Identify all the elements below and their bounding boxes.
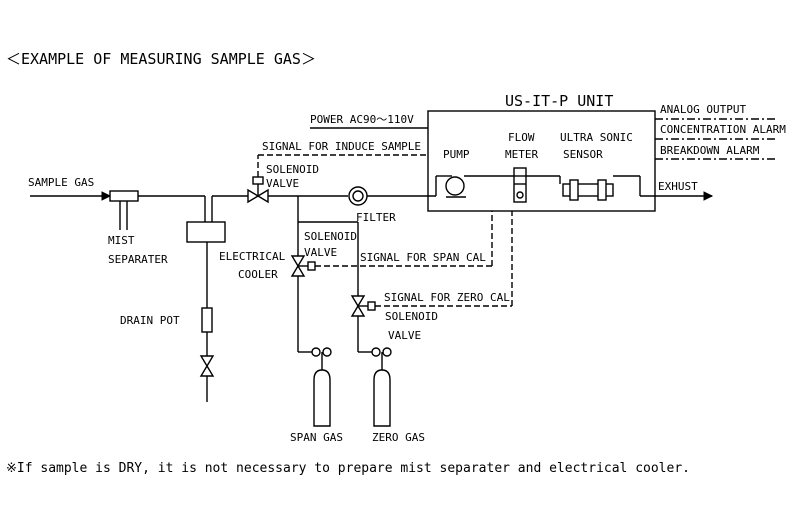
pump-label: PUMP (443, 148, 470, 161)
span-gas-label: SPAN GAS (290, 431, 343, 444)
diagram-title: ＜EXAMPLE OF MEASURING SAMPLE GAS＞ (6, 50, 316, 68)
exhaust-arrow (703, 191, 714, 201)
main-solenoid-valve-right (256, 188, 269, 204)
zero-gas-cylinder (373, 369, 391, 427)
span-valve-label-1: SOLENOID (304, 230, 357, 243)
span-regulator (311, 347, 321, 357)
signal-zero-label: SIGNAL FOR ZERO CAL (384, 291, 510, 304)
filter-inner (352, 190, 364, 202)
drain-pot (201, 307, 213, 333)
zero-regulator (371, 347, 381, 357)
inlet-arrow (101, 191, 112, 201)
main-valve-label-2: VALVE (266, 177, 299, 190)
zero-gauge (382, 347, 392, 357)
pump (445, 176, 465, 196)
electrical-cooler-label-2: COOLER (238, 268, 278, 281)
breakdown-alarm-label: BREAKDOWN ALARM (660, 144, 760, 157)
span-valve-top (290, 255, 306, 268)
main-valve-actuator (252, 176, 264, 185)
drain-valve-top (199, 355, 215, 368)
us-it-p-unit-box (427, 110, 656, 212)
flow-meter-float (516, 191, 524, 199)
main-solenoid-valve-left (247, 188, 260, 204)
footnote: ※If sample is DRY, it is not necessary t… (6, 461, 690, 476)
span-valve-bottom (290, 264, 306, 277)
filter-label: FILTER (356, 211, 396, 224)
flow-meter-label-2: METER (505, 148, 538, 161)
span-valve-label-2: VALVE (304, 246, 337, 259)
flow-meter-label-1: FLOW (508, 131, 535, 144)
drain-pot-label: DRAIN POT (120, 314, 180, 327)
zero-valve-top (350, 295, 366, 308)
zero-gas-label: ZERO GAS (372, 431, 425, 444)
span-valve-actuator (307, 261, 316, 271)
zero-valve-label-1: SOLENOID (385, 310, 438, 323)
mist-separater (109, 190, 139, 202)
electrical-cooler-label-1: ELECTRICAL (219, 250, 286, 263)
unit-name: US-IT-P UNIT (505, 92, 613, 110)
signal-span-label: SIGNAL FOR SPAN CAL (360, 251, 486, 264)
concentration-alarm-label: CONCENTRATION ALARM (660, 123, 786, 136)
ultra-sonic-label-2: SENSOR (563, 148, 603, 161)
mist-separater-label-2: SEPARATER (108, 253, 168, 266)
mist-separater-label-1: MIST (108, 234, 135, 247)
zero-valve-label-2: VALVE (388, 329, 421, 342)
sensor-transducer-right (597, 179, 607, 201)
sample-gas-label: SAMPLE GAS (28, 176, 94, 189)
ultra-sonic-label-1: ULTRA SONIC (560, 131, 633, 144)
sensor-transducer-left (569, 179, 579, 201)
drain-valve-bottom (199, 364, 215, 377)
span-gas-cylinder (313, 369, 331, 427)
zero-valve-actuator (367, 301, 376, 311)
main-valve-label-1: SOLENOID (266, 163, 319, 176)
zero-valve-bottom (350, 304, 366, 317)
analog-output-label: ANALOG OUTPUT (660, 103, 746, 116)
electrical-cooler (186, 221, 226, 243)
exhust-label: EXHUST (658, 180, 698, 193)
power-label: POWER AC90～110V (310, 113, 414, 126)
span-gauge (322, 347, 332, 357)
signal-induce-label: SIGNAL FOR INDUCE SAMPLE (262, 140, 421, 153)
